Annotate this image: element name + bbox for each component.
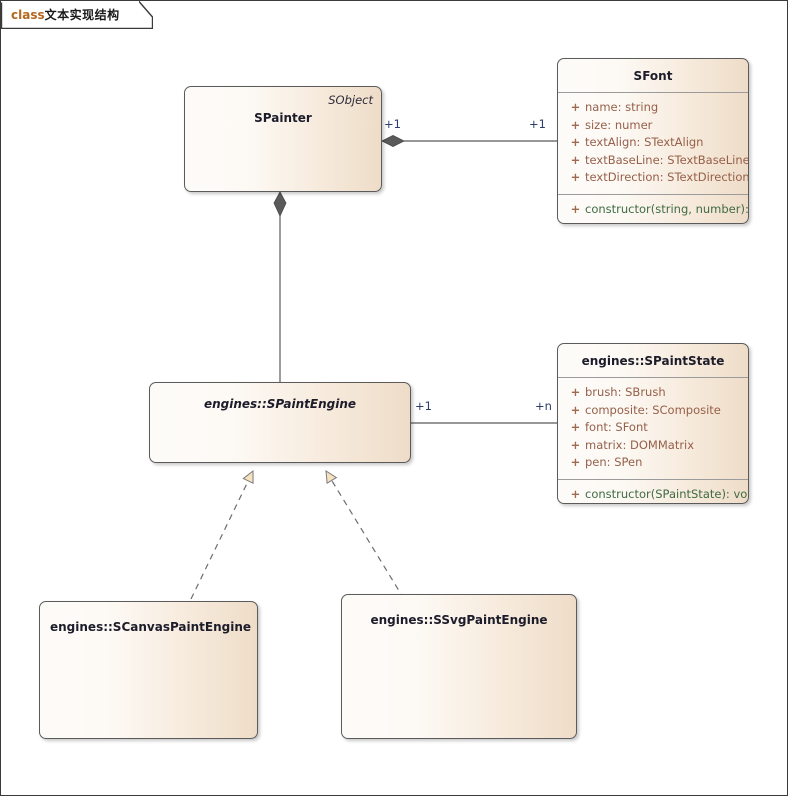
class-header-spainter: SObject SPainter: [185, 87, 381, 134]
realization-dashed-line: [190, 469, 254, 600]
class-header-scanvaspaintengine: engines::SCanvasPaintEngine: [40, 602, 257, 643]
realization-dashed-line: [325, 470, 405, 600]
multiplicity-painter-font-source: +1: [384, 117, 401, 131]
class-header-sfont: SFont: [558, 59, 748, 93]
attribute-text: pen: SPen: [585, 455, 643, 469]
class-name-spaintstate: engines::SPaintState: [581, 354, 725, 368]
attribute-text: size: numer: [585, 117, 653, 132]
methods-compartment-spaintstate: + constructor(SPaintState): void: [558, 478, 748, 504]
relationship-painter-engine: [273, 191, 287, 382]
class-header-ssvgpaintengine: engines::SSvgPaintEngine: [342, 595, 576, 636]
class-name-scanvaspaintengine: engines::SCanvasPaintEngine: [50, 620, 252, 634]
class-name-sfont: SFont: [633, 69, 673, 83]
class-attribute: + composite: SComposite: [558, 402, 748, 420]
diagram-title-tab: class文本实现结构: [1, 1, 153, 29]
class-attribute: + size: numer: [558, 117, 748, 135]
attribute-text: font: SFont: [585, 420, 648, 434]
class-attribute: + pen: SPen: [558, 454, 748, 472]
class-name-spainter: SPainter: [254, 111, 312, 125]
class-name-ssvgpaintengine: engines::SSvgPaintEngine: [370, 613, 548, 627]
multiplicity-engine-state-target: +n: [535, 399, 552, 413]
diagram-title: class文本实现结构: [11, 6, 120, 24]
visibility-marker: +: [570, 117, 581, 132]
method-text: constructor(SPaintState): void: [585, 486, 749, 501]
class-stereotype-spainter: SObject: [328, 93, 373, 107]
attribute-text: brush: SBrush: [585, 385, 666, 399]
visibility-marker: +: [570, 100, 581, 114]
attributes-compartment-spaintstate: + brush: SBrush + composite: SComposite …: [558, 378, 748, 479]
class-attribute: + textBaseLine: STextBaseLine: [558, 152, 748, 170]
attribute-text: textAlign: STextAlign: [585, 135, 704, 149]
visibility-marker: +: [570, 385, 581, 399]
class-attribute: + brush: SBrush: [558, 384, 748, 402]
class-attribute: + matrix: DOMMatrix: [558, 437, 748, 455]
class-box-ssvgpaintengine[interactable]: engines::SSvgPaintEngine: [341, 594, 577, 739]
attribute-text: matrix: DOMMatrix: [585, 437, 695, 452]
multiplicity-painter-font-target: +1: [529, 117, 546, 131]
composition-diamond-icon: [381, 135, 405, 147]
diagram-title-text: 文本实现结构: [44, 8, 120, 22]
class-box-spainter[interactable]: SObject SPainter: [184, 86, 382, 192]
visibility-marker: +: [570, 420, 581, 434]
class-attribute: + textAlign: STextAlign: [558, 134, 748, 152]
class-header-spaintstate: engines::SPaintState: [558, 344, 748, 378]
relationship-painter-font: [381, 135, 557, 147]
class-name-spaintengine: engines::SPaintEngine: [203, 397, 357, 411]
method-text: constructor(string, number): void: [585, 201, 749, 216]
attribute-text: name: string: [585, 100, 659, 114]
relationship-canvas-realization: [190, 469, 254, 600]
visibility-marker: +: [570, 170, 581, 184]
diagram-keyword: class: [11, 8, 45, 22]
class-header-spaintengine: engines::SPaintEngine: [150, 383, 410, 420]
multiplicity-engine-state-source: +1: [415, 399, 432, 413]
tab-shape-icon: [1, 1, 153, 29]
class-attribute: + textDirection: STextDirection: [558, 169, 748, 187]
attribute-text: textBaseLine: STextBaseLine: [585, 152, 749, 167]
relationship-svg-realization: [325, 470, 405, 600]
class-attribute: + name: string: [558, 99, 748, 117]
attribute-text: textDirection: STextDirection: [585, 170, 749, 184]
visibility-marker: +: [570, 437, 581, 452]
class-box-scanvaspaintengine[interactable]: engines::SCanvasPaintEngine: [39, 601, 258, 739]
visibility-marker: +: [570, 486, 581, 501]
class-box-spaintstate[interactable]: engines::SPaintState + brush: SBrush + c…: [557, 343, 749, 504]
class-attribute: + font: SFont: [558, 419, 748, 437]
visibility-marker: +: [570, 135, 581, 149]
methods-compartment-sfont: + constructor(string, number): void: [558, 193, 748, 224]
visibility-marker: +: [570, 455, 581, 469]
attributes-compartment-sfont: + name: string + size: numer + textAlign…: [558, 93, 748, 194]
class-box-spaintengine[interactable]: engines::SPaintEngine: [149, 382, 411, 463]
visibility-marker: +: [570, 402, 581, 417]
class-box-sfont[interactable]: SFont + name: string + size: numer + tex…: [557, 58, 749, 224]
composition-diamond-icon: [273, 191, 287, 217]
visibility-marker: +: [570, 152, 581, 167]
class-method: + constructor(SPaintState): void: [558, 486, 748, 504]
visibility-marker: +: [570, 201, 581, 216]
class-method: + constructor(string, number): void: [558, 201, 748, 219]
attribute-text: composite: SComposite: [585, 402, 721, 417]
